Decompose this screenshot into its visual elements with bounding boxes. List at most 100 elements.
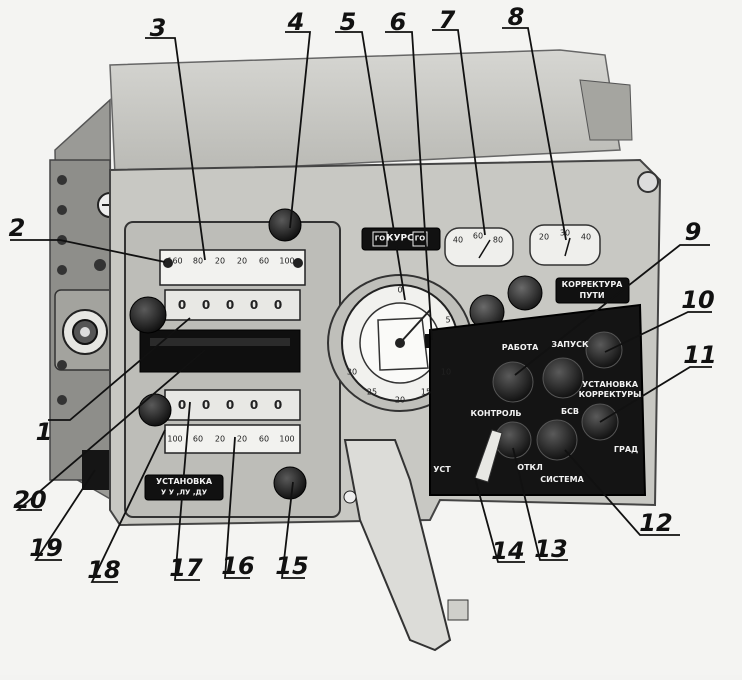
callout-9: 9 — [684, 218, 702, 246]
ust-label: УСТ — [433, 465, 451, 474]
leader-lines — [10, 27, 712, 583]
callout-15: 15 — [275, 552, 309, 580]
leader-line-3 — [145, 37, 206, 261]
leader-line-8 — [502, 27, 567, 241]
screw-2 — [163, 258, 173, 268]
lower-scale-0: 100 — [167, 434, 183, 444]
callout-4: 4 — [287, 8, 305, 36]
leader-line-13 — [512, 447, 568, 561]
callout-20: 20 — [13, 486, 47, 514]
upper-scale-0: 160 — [167, 256, 183, 266]
callout-10: 10 — [681, 286, 715, 314]
compass-tick-0: 0 — [397, 285, 403, 295]
leader-line-1 — [48, 317, 191, 421]
meter-8 — [529, 224, 601, 266]
upper-digit-4: 0 — [273, 298, 283, 312]
leader-line-12 — [564, 449, 680, 536]
go-right-label: ГО — [414, 234, 426, 243]
puti-label: ПУТИ — [579, 291, 605, 300]
callout-19: 19 — [29, 534, 63, 562]
lower-scale-4: 60 — [258, 434, 270, 444]
mount-bracket — [343, 439, 469, 652]
leader-line-10 — [604, 311, 712, 353]
upper-scale-3: 20 — [236, 256, 248, 266]
leader-line-4 — [285, 31, 311, 229]
lower-scale-1: 60 — [192, 434, 204, 444]
compass-tick-2: 10 — [440, 367, 452, 377]
bsv-label: БСВ — [560, 407, 580, 416]
lower-scale-2: 20 — [214, 434, 226, 444]
upper-scale-1: 80 — [192, 256, 204, 266]
meter7-tick-2: 80 — [492, 235, 504, 245]
leader-line-17 — [174, 401, 200, 581]
lower-digit-0: 0 — [177, 398, 187, 412]
knob-15[interactable] — [273, 466, 307, 500]
leader-line-5 — [335, 31, 406, 301]
rabota-label: РАБОТА — [501, 343, 539, 352]
korrektura-label: КОРРЕКТУРА — [561, 280, 623, 289]
compass-tick-5: 25 — [366, 387, 378, 397]
zapusk-label: ЗАПУСК — [551, 340, 589, 349]
go-left-label: ГО — [374, 234, 386, 243]
callout-8: 8 — [507, 3, 525, 31]
leader-line-15 — [280, 481, 305, 579]
callout-6: 6 — [389, 8, 407, 36]
lower-scale-5: 100 — [279, 434, 295, 444]
knob-4[interactable] — [268, 208, 302, 242]
upper-scale-4: 60 — [258, 256, 270, 266]
compass-tick-4: 20 — [394, 395, 406, 405]
compass-tick-1: 5 — [445, 315, 451, 325]
callout-17: 17 — [169, 554, 203, 582]
callout-12: 12 — [639, 509, 673, 537]
callout-16: 16 — [221, 552, 255, 580]
knob-left-upper[interactable] — [129, 296, 167, 334]
lower-digit-2: 0 — [225, 398, 235, 412]
ust-korrektury-label-1: УСТАНОВКА — [581, 380, 639, 389]
korrektura-plate — [555, 277, 630, 304]
upper-digit-2: 0 — [225, 298, 235, 312]
upper-digit-1: 0 — [201, 298, 211, 312]
kurs-plate — [361, 227, 441, 251]
ust-korrektury-label-2: КОРРЕКТУРЫ — [578, 390, 642, 399]
leader-line-9 — [514, 244, 710, 376]
callout-1: 1 — [35, 418, 53, 446]
sistema-label: СИСТЕМА — [540, 475, 584, 484]
meter7-tick-0: 40 — [452, 235, 464, 245]
callout-13: 13 — [534, 535, 568, 563]
lower-scale-3: 20 — [236, 434, 248, 444]
toggle-lever[interactable] — [474, 429, 503, 483]
kurs-label: КУРС — [386, 233, 414, 244]
upper-scale-2: 20 — [214, 256, 226, 266]
meter8-tick-0: 20 — [538, 232, 550, 242]
leader-line-20 — [15, 349, 206, 511]
leader-line-14 — [474, 477, 525, 563]
ustanovka-sub-label: У У ,ЛУ ,ДУ — [160, 488, 208, 497]
zapusk-switch[interactable] — [542, 357, 584, 399]
counter-frame — [124, 221, 341, 518]
upper-digit-3: 0 — [249, 298, 259, 312]
callout-7: 7 — [438, 6, 456, 34]
knob-left-lower[interactable] — [138, 393, 172, 427]
callout-14: 14 — [491, 537, 525, 565]
otkl-label: ОТКЛ — [517, 463, 543, 472]
leader-line-2 — [10, 239, 166, 263]
grad-label: ГРАД — [613, 445, 639, 454]
lower-digit-1: 0 — [201, 398, 211, 412]
sistema-switch[interactable] — [536, 419, 578, 461]
compass-tick-6: 30 — [346, 367, 358, 377]
callout-11: 11 — [683, 341, 717, 369]
callout-18: 18 — [87, 556, 121, 584]
kontrol-label: КОНТРОЛЬ — [470, 409, 522, 418]
lower-digit-4: 0 — [273, 398, 283, 412]
lamp-10 — [585, 331, 623, 369]
lower-digit-3: 0 — [249, 398, 259, 412]
leader-line-19 — [34, 469, 96, 561]
leader-line-11 — [599, 366, 712, 423]
meter7-tick-1: 60 — [472, 231, 484, 241]
screw-4 — [293, 258, 303, 268]
leader-line-18 — [90, 429, 166, 583]
rabota-switch[interactable] — [492, 361, 534, 403]
meter8-tick-2: 40 — [580, 232, 592, 242]
leader-line-16 — [224, 436, 250, 579]
